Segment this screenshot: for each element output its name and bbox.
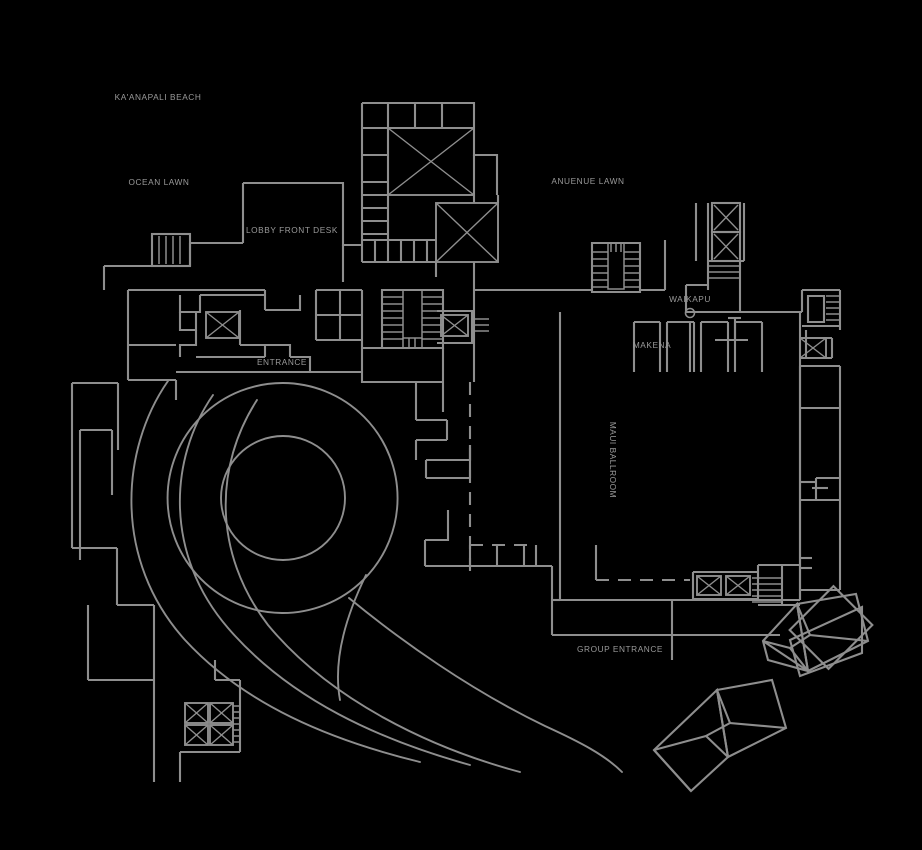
lobby-tower-block bbox=[360, 101, 500, 290]
label-lobby-front-desk: LOBBY FRONT DESK bbox=[246, 225, 338, 235]
northeast-elevator-tower bbox=[684, 201, 802, 314]
anuenue-stairs bbox=[474, 240, 667, 294]
map-labels: KA'ANAPALI BEACH OCEAN LAWN LOBBY FRONT … bbox=[115, 92, 711, 654]
maui-ballroom bbox=[472, 290, 802, 602]
group-entrance-core bbox=[594, 545, 800, 660]
lower-central-rooms bbox=[423, 510, 672, 637]
label-entrance: ENTRANCE bbox=[257, 357, 307, 367]
label-makena: MAKENA bbox=[633, 340, 671, 350]
label-ocean-lawn: OCEAN LAWN bbox=[129, 177, 190, 187]
label-group-entrance: GROUP ENTRANCE bbox=[577, 644, 663, 654]
porte-cochere-driveway bbox=[166, 382, 399, 614]
waikapu-node-icon bbox=[684, 307, 696, 319]
lobby-front-desk-wing bbox=[102, 181, 362, 290]
label-maui-ballroom: MAUI BALLROOM bbox=[608, 422, 618, 498]
west-site-boundary bbox=[70, 381, 156, 682]
label-anuenue-lawn: ANUENUE LAWN bbox=[551, 176, 624, 186]
label-waikapu: WAIKAPU bbox=[669, 294, 711, 304]
central-corridor-block bbox=[310, 288, 489, 480]
southwest-service-block bbox=[152, 660, 242, 782]
east-corridor-wing bbox=[798, 288, 842, 600]
angled-roof-buildings bbox=[652, 592, 870, 793]
west-wing bbox=[126, 288, 312, 400]
label-kaanapali-beach: KA'ANAPALI BEACH bbox=[115, 92, 202, 102]
driveway-curves bbox=[130, 380, 623, 773]
